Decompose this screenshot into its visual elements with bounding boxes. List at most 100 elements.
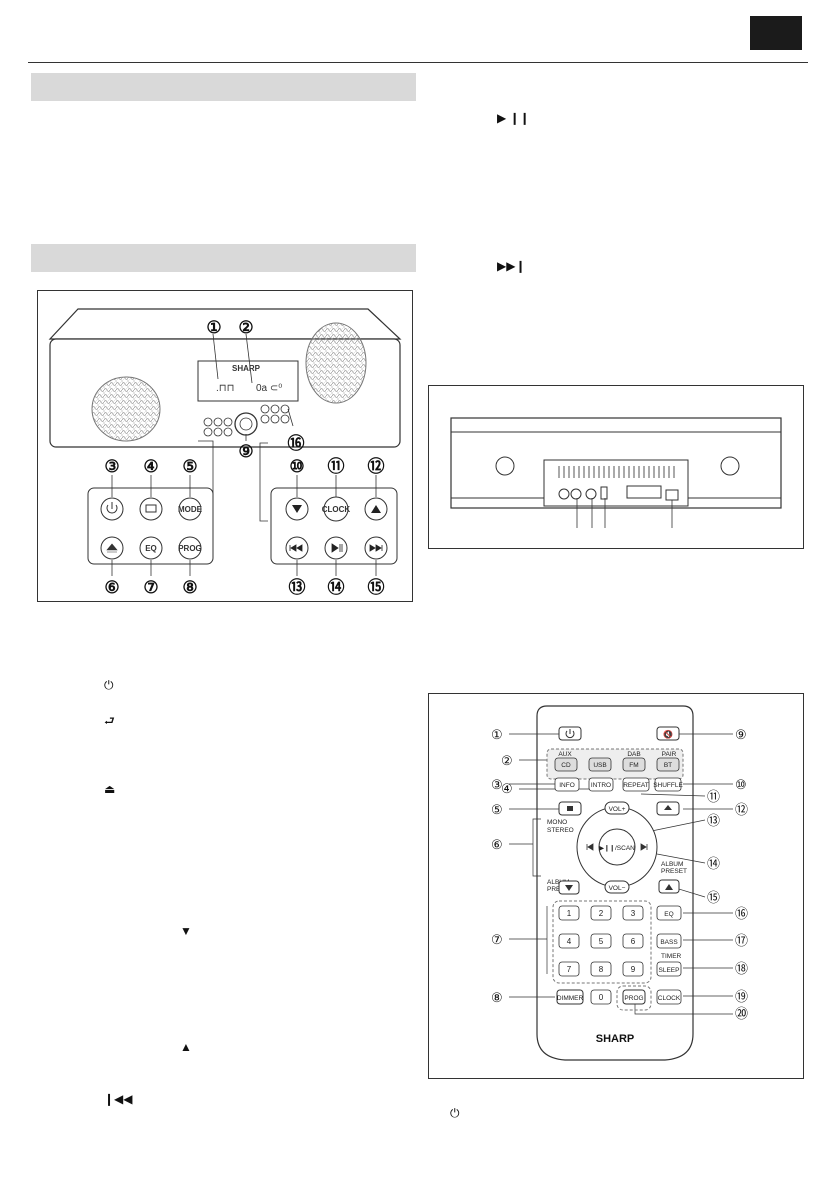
power-icon: ⏻ (104, 678, 114, 692)
up-triangle-icon (371, 505, 381, 513)
key-9: 9 (631, 965, 636, 974)
svg-text:INFO: INFO (559, 782, 575, 789)
stop-icon (567, 806, 573, 811)
svg-text:BASS: BASS (660, 939, 678, 946)
callout-16: ⑯ (288, 433, 305, 453)
remote-next-icon (640, 843, 648, 851)
preset-label-right: PRESET (661, 868, 687, 875)
vol-up-button[interactable] (604, 801, 630, 815)
callout-12: ⑫ (368, 456, 385, 476)
right-speaker-grille (305, 322, 367, 404)
svg-text:PROG: PROG (624, 995, 643, 1002)
shuffle-button[interactable] (654, 777, 682, 792)
vol-down-button[interactable] (604, 880, 630, 894)
remote-prev-icon (586, 843, 594, 851)
timer-label: TIMER (661, 953, 682, 960)
section-bar-1 (31, 73, 416, 101)
unit-diagram: SHARP .⊓⊓ 0a ⊂⁰ ① ② ⑯ ⑨ ③ ④ ⑤ (48, 308, 402, 597)
svg-text:EQ: EQ (664, 911, 673, 918)
dimmer-button[interactable] (556, 989, 584, 1005)
svg-text:DIMMER: DIMMER (557, 995, 584, 1002)
prog-label: PROG (178, 544, 202, 553)
bt-button[interactable] (656, 757, 680, 772)
callout-8: ⑧ (182, 578, 197, 597)
remote-callout-18: ⑱ (735, 961, 748, 976)
remote-prog-button[interactable] (622, 989, 646, 1005)
usb-button[interactable] (588, 757, 612, 772)
svg-text:SHUFFLE: SHUFFLE (653, 782, 683, 789)
eject-symbol-icon (106, 543, 118, 553)
svg-text:FM: FM (629, 762, 638, 769)
front-buttons-left (203, 417, 233, 437)
remote-mute-button[interactable] (656, 726, 680, 741)
repeat-button[interactable] (622, 777, 650, 792)
aux-label: AUX (558, 751, 572, 758)
intro-button[interactable] (588, 777, 614, 792)
play-pause-icon: ▶ ❙❙ (497, 111, 530, 125)
remote-diagram-box: ① ② ③ ④ ⑤ ⑥ ⑦ ⑧ ⑨ ⑩ ⑪ ⑫ ⑬ ⑭ ⑮ ⑯ ⑰ ⑱ ⑲ ⑳ (428, 693, 804, 1079)
unit-brand: SHARP (232, 364, 261, 373)
remote-callout-3: ③ (491, 777, 503, 792)
callout-9: ⑨ (238, 442, 253, 461)
display-panel (197, 360, 299, 402)
mono-label: MONO (547, 819, 567, 826)
callout-14: ⑭ (328, 577, 345, 597)
down-arrow-icon: ▼ (180, 924, 192, 938)
preset-down-icon (565, 885, 573, 891)
remote-brand: SHARP (596, 1033, 635, 1045)
prev-icon (289, 544, 303, 552)
callout-10: ⑩ (289, 457, 304, 476)
svg-text:▶❙❙/SCAN: ▶❙❙/SCAN (599, 844, 635, 852)
album-label-right: ALBUM (661, 861, 683, 868)
callout-1: ① (206, 318, 221, 337)
key-0: 0 (599, 993, 604, 1002)
fm-button[interactable] (622, 757, 646, 772)
remote-callout-12: ⑫ (735, 802, 748, 817)
source-group (546, 748, 684, 780)
scan-button[interactable] (598, 828, 636, 866)
remote-callout-19: ⑲ (735, 989, 748, 1004)
callout-13: ⑬ (289, 577, 306, 597)
unit-input-button[interactable] (139, 497, 163, 521)
info-button[interactable] (554, 777, 580, 792)
remote-callout-10: ⑩ (735, 777, 747, 792)
unit-mode-button[interactable] (178, 497, 202, 521)
usb-port (600, 486, 608, 500)
display-readout: 0a ⊂⁰ (256, 383, 282, 394)
next-icon (369, 544, 383, 552)
svg-text:VOL+: VOL+ (609, 806, 626, 813)
mode-label: MODE (178, 505, 203, 514)
album-label-left: ALBUM (547, 879, 569, 886)
eject-icon: ⏏ (104, 782, 116, 796)
volume-knob (234, 412, 258, 436)
remote-callout-14: ⑭ (707, 856, 720, 871)
fm-jack (585, 488, 597, 500)
svg-text:VOL−: VOL− (609, 885, 626, 892)
cd-button[interactable] (554, 757, 578, 772)
remote-diagram: ① ② ③ ④ ⑤ ⑥ ⑦ ⑧ ⑨ ⑩ ⑪ ⑫ ⑬ ⑭ ⑮ ⑯ ⑰ ⑱ ⑲ ⑳ (491, 705, 748, 1061)
unit-eq-button[interactable] (139, 536, 163, 560)
language-tab (750, 16, 802, 50)
down-triangle-icon (292, 505, 302, 513)
sleep-button[interactable] (656, 961, 682, 977)
section-bar-2 (31, 244, 416, 272)
playpause-icon (331, 543, 343, 553)
rating-label (626, 485, 662, 499)
remote-callout-13: ⑬ (707, 813, 720, 828)
remote-callout-5: ⑤ (491, 802, 503, 817)
rear-diagram (450, 417, 782, 528)
unit-prog-button[interactable] (178, 536, 202, 560)
remote-callout-11: ⑪ (707, 789, 720, 804)
bass-button[interactable] (656, 933, 682, 949)
remote-callout-9: ⑨ (735, 727, 747, 742)
callout-2: ② (238, 318, 253, 337)
stereo-label: STEREO (547, 827, 574, 834)
callout-7: ⑦ (143, 578, 158, 597)
remote-clock-button[interactable] (656, 989, 682, 1005)
unit-clock-button[interactable] (323, 496, 349, 522)
remote-callout-16: ⑯ (735, 906, 748, 921)
remote-callout-15: ⑮ (707, 890, 720, 905)
remote-eq-button[interactable] (656, 905, 682, 921)
callout-6: ⑥ (104, 578, 119, 597)
power-socket (665, 489, 679, 501)
